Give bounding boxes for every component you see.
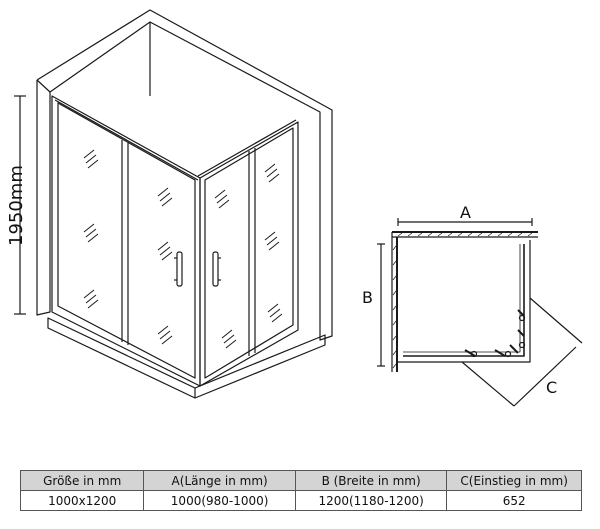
spec-table: Größe in mm A(Länge in mm) B (Breite in …	[19, 470, 582, 511]
dimension-c-label: C	[546, 378, 557, 397]
dimension-b-label: B	[362, 288, 373, 307]
shower-tray	[47, 317, 326, 399]
spec-table-header: Größe in mm A(Länge in mm) B (Breite in …	[19, 470, 582, 491]
table-row: 1000x1200 1000(980-1000) 1200(1180-1200)…	[19, 490, 582, 511]
header-b: B (Breite in mm)	[294, 470, 448, 491]
height-dimension	[14, 95, 26, 315]
door-handle-left	[174, 251, 183, 287]
plan-view	[391, 231, 538, 372]
side-panel	[197, 119, 299, 387]
front-panel	[51, 95, 201, 387]
cell-a: 1000(980-1000)	[143, 490, 296, 511]
dimension-a-label: A	[460, 203, 471, 222]
header-size: Größe in mm	[19, 470, 145, 491]
shower-diagram: 1950mm A B C	[6, 9, 583, 407]
cell-c: 652	[446, 490, 582, 511]
drawing-canvas: 1950mm A B C	[6, 9, 583, 407]
header-c: C(Einstieg in mm)	[446, 470, 582, 491]
wall-outline	[36, 9, 333, 341]
header-a: A(Länge in mm)	[143, 470, 296, 491]
cell-size: 1000x1200	[19, 490, 145, 511]
height-label: 1950mm	[6, 165, 27, 246]
glass-reflections	[83, 149, 283, 349]
plan-wall-hatch	[392, 232, 533, 369]
dimension-b	[377, 243, 385, 367]
cell-b: 1200(1180-1200)	[294, 490, 448, 511]
dimension-a	[397, 218, 533, 226]
dimension-c	[461, 297, 583, 407]
door-handle-right	[212, 251, 221, 287]
